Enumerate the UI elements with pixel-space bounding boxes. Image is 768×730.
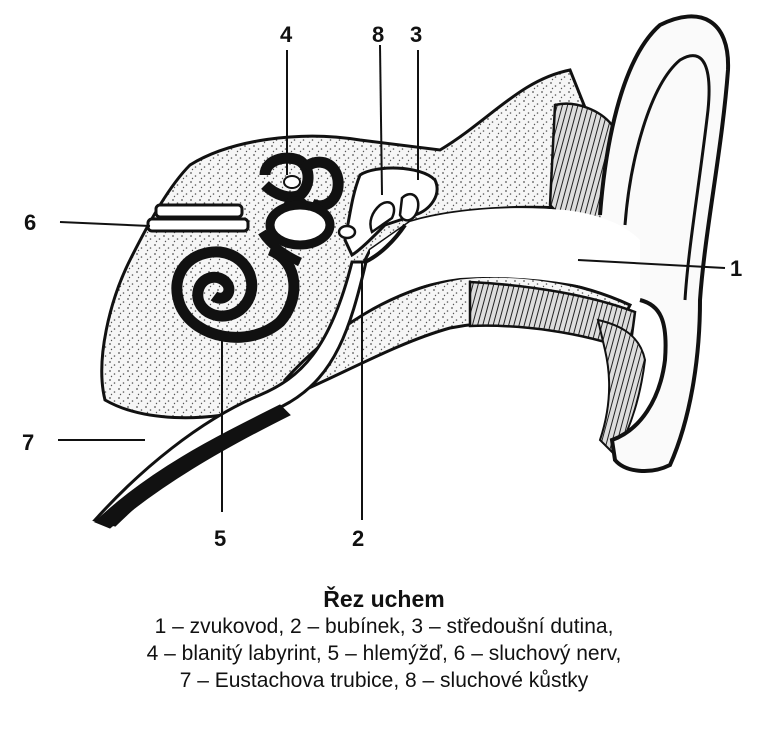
- label-6: 6: [24, 210, 36, 235]
- cochlea: [171, 229, 302, 343]
- caption-line-2: 4 – blanitý labyrint, 5 – hlemýžď, 6 – s…: [146, 642, 622, 665]
- eardrum: [364, 223, 407, 264]
- label-2: 2: [352, 526, 364, 551]
- eustachian-tube-wall: [94, 404, 291, 529]
- figure-caption: Řez uchem 1 – zvukovod, 2 – bubínek, 3 –…: [0, 586, 768, 694]
- label-1: 1: [730, 256, 742, 281]
- label-7: 7: [22, 430, 34, 455]
- membranous-labyrinth: [259, 152, 344, 250]
- leader-lines: [58, 44, 726, 520]
- label-4: 4: [280, 22, 293, 47]
- label-3: 3: [410, 22, 422, 47]
- label-5: 5: [214, 526, 226, 551]
- lower-cartilage: [468, 280, 637, 352]
- caption-line-1: 1 – zvukovod, 2 – bubínek, 3 – středoušn…: [154, 615, 614, 638]
- label-8: 8: [372, 22, 384, 47]
- lower-cartilage-2: [596, 318, 647, 457]
- auditory-nerve: [146, 203, 250, 233]
- ear-canal: [370, 208, 640, 308]
- ear-cross-section-diagram: 1 2 3 4 5 6 7 8: [22, 14, 742, 551]
- caption-line-3: 7 – Eustachova trubice, 8 – sluchové kůs…: [179, 669, 589, 692]
- ossicles: [337, 192, 420, 240]
- caption-title: Řez uchem: [323, 586, 445, 612]
- auricle-inner-fold: [623, 54, 711, 301]
- auricle: [598, 14, 731, 473]
